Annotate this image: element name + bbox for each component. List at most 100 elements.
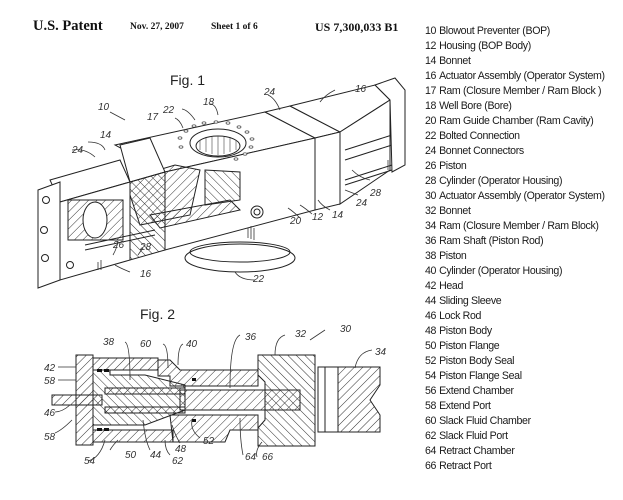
legend-number: 46: [425, 310, 437, 322]
bottom-flange: [184, 243, 296, 273]
ref-label: 14: [332, 210, 344, 221]
ref-label: 28: [369, 188, 382, 199]
legend-number: 28: [425, 175, 437, 187]
ref-label: 42: [44, 363, 56, 374]
patent-label: U.S. Patent: [33, 18, 103, 34]
fig1-drawing: [37, 77, 406, 289]
legend-number: 38: [425, 250, 437, 262]
legend-number: 14: [425, 55, 437, 67]
legend-number: 66: [425, 460, 437, 472]
legend-label: Ram Guide Chamber (Ram Cavity): [439, 115, 594, 127]
ref-label: 36: [245, 332, 257, 343]
legend-label: Head: [439, 280, 464, 292]
legend-number: 30: [425, 190, 437, 202]
legend-label: Ram (Closure Member / Ram Block): [439, 220, 599, 232]
legend-label: Piston Flange Seal: [439, 370, 522, 382]
fig1-title: Fig. 1: [170, 72, 206, 88]
ref-label: 48: [175, 444, 187, 455]
bonnet: [257, 354, 316, 447]
legend-number: 50: [425, 340, 437, 352]
ref-label: 50: [125, 450, 137, 461]
legend-number: 36: [425, 235, 437, 247]
ref-label: 40: [186, 339, 198, 350]
legend-label: Lock Rod: [439, 310, 482, 322]
legend-label: Bonnet Connectors: [439, 145, 524, 157]
ref-label: 16: [140, 269, 152, 280]
legend-label: Cylinder (Operator Housing): [439, 175, 563, 187]
ref-label: 64: [245, 452, 257, 463]
legend-number: 48: [425, 325, 437, 337]
ref-label: 54: [84, 456, 96, 467]
legend-label: Piston: [439, 250, 467, 262]
legend-number: 22: [425, 130, 437, 142]
legend-number: 10: [425, 25, 437, 37]
legend-label: Actuator Assembly (Operator System): [439, 190, 605, 202]
ref-label: 46: [44, 408, 56, 419]
legend-number: 60: [425, 415, 437, 427]
legend-number: 44: [425, 295, 437, 307]
legend-label: Slack Fluid Port: [439, 430, 508, 442]
legend-label: Piston Body: [439, 325, 492, 337]
ref-label: 58: [44, 376, 56, 387]
legend-label: Extend Port: [439, 400, 491, 412]
ref-label: 60: [140, 339, 152, 350]
legend-label: Actuator Assembly (Operator System): [439, 70, 605, 82]
legend-label: Extend Chamber: [439, 385, 514, 397]
legend-number: 24: [425, 145, 437, 157]
fig1-leaders: [71, 89, 371, 281]
fig2-labels: 30 32 34 36 38 40 42 44 46 48 50 52 54 5…: [44, 324, 387, 467]
legend-number: 64: [425, 445, 437, 457]
legend-label: Bolted Connection: [439, 130, 520, 142]
ref-label: 24: [71, 145, 84, 156]
ref-label: 17: [147, 112, 159, 123]
ref-label: 18: [203, 97, 215, 108]
legend-number: 52: [425, 355, 437, 367]
legend-number: 62: [425, 430, 437, 442]
fig2-drawing: [51, 354, 381, 447]
fig2-leaders: [54, 329, 373, 462]
legend-number: 42: [425, 280, 437, 292]
ref-label: 32: [295, 329, 307, 340]
legend-label: Slack Fluid Chamber: [439, 415, 531, 427]
fig1-labels: 10 16 16 24 24 24 22 22 18 17 14 14 26 2…: [71, 84, 382, 285]
ref-label: 22: [162, 105, 175, 116]
legend-number: 56: [425, 385, 437, 397]
legend-label: Sliding Sleeve: [439, 295, 502, 307]
legend-number: 26: [425, 160, 437, 172]
ref-label: 16: [355, 84, 367, 95]
legend-label: Piston: [439, 160, 467, 172]
ref-label: 62: [172, 456, 184, 467]
legend-number: 40: [425, 265, 437, 277]
legend-label: Retract Port: [439, 460, 492, 472]
ref-label: 14: [100, 130, 112, 141]
legend-label: Piston Body Seal: [439, 355, 515, 367]
ref-label: 34: [375, 347, 387, 358]
legend-label: Bonnet: [439, 55, 471, 67]
ref-label: 58: [44, 432, 56, 443]
ref-label: 22: [252, 274, 265, 285]
